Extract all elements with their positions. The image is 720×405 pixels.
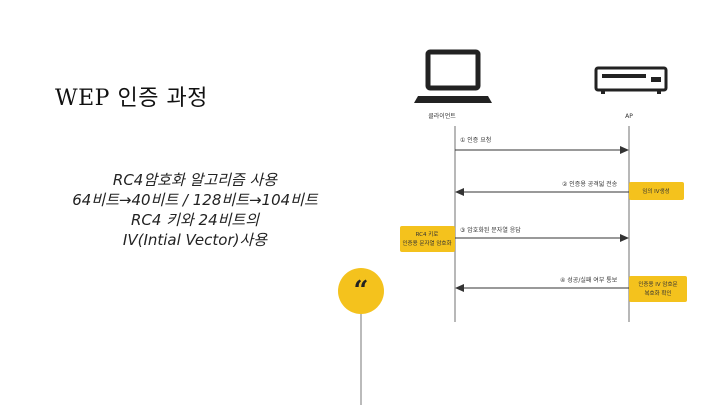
access-point-icon	[594, 66, 668, 94]
slide-title: WEP 인증 과정	[55, 86, 208, 111]
ap-label: AP	[625, 113, 633, 120]
client-note-line-1: RC4 키로	[416, 230, 439, 238]
quote-icon: “	[338, 268, 384, 314]
body-line-1: RC4암호화 알고리즘 사용	[112, 171, 278, 189]
ap-note-2-line-2: 복호화 확인	[644, 289, 671, 297]
client-label: 클라이언트	[428, 112, 456, 120]
message-label-2: ② 인증용 공격덟 전송	[562, 180, 618, 188]
quote-divider-line	[360, 300, 362, 405]
body-line-2: 64비트→40비트 / 128비트→104비트	[72, 191, 318, 209]
message-arrow-3: ③ 암호화된 문자열 응답	[455, 226, 629, 242]
laptop-icon	[414, 49, 492, 103]
message-label-4: ④ 성공/실패 여부 통보	[560, 276, 618, 284]
body-line-3: RC4 키와 24비트의	[130, 211, 260, 229]
body-line-4: IV(Intial Vector)사용	[122, 231, 268, 249]
body-text: RC4암호화 알고리즘 사용 64비트→40비트 / 128비트→104비트 R…	[60, 170, 330, 250]
message-arrow-2: ② 인증용 공격덟 전송	[455, 180, 629, 196]
client-note-encrypt: RC4 키로 인증용 문자열 암호화	[400, 226, 455, 252]
client-note-line-2: 인증용 문자열 암호화	[402, 239, 451, 247]
ap-note-generate-iv: 임의 IV생성	[629, 182, 684, 200]
message-label-1: ① 인증 요청	[460, 137, 491, 144]
message-arrow-4: ④ 성공/실패 여부 통보	[455, 276, 629, 292]
ap-note-verify: 인증용 IV 암호문 복호화 확인	[629, 276, 687, 302]
message-label-3: ③ 암호화된 문자열 응답	[460, 226, 521, 234]
ap-note-1-text: 임의 IV생성	[642, 187, 669, 195]
ap-note-2-line-1: 인증용 IV 암호문	[638, 280, 677, 288]
message-arrow-1: ① 인증 요청	[455, 137, 629, 154]
